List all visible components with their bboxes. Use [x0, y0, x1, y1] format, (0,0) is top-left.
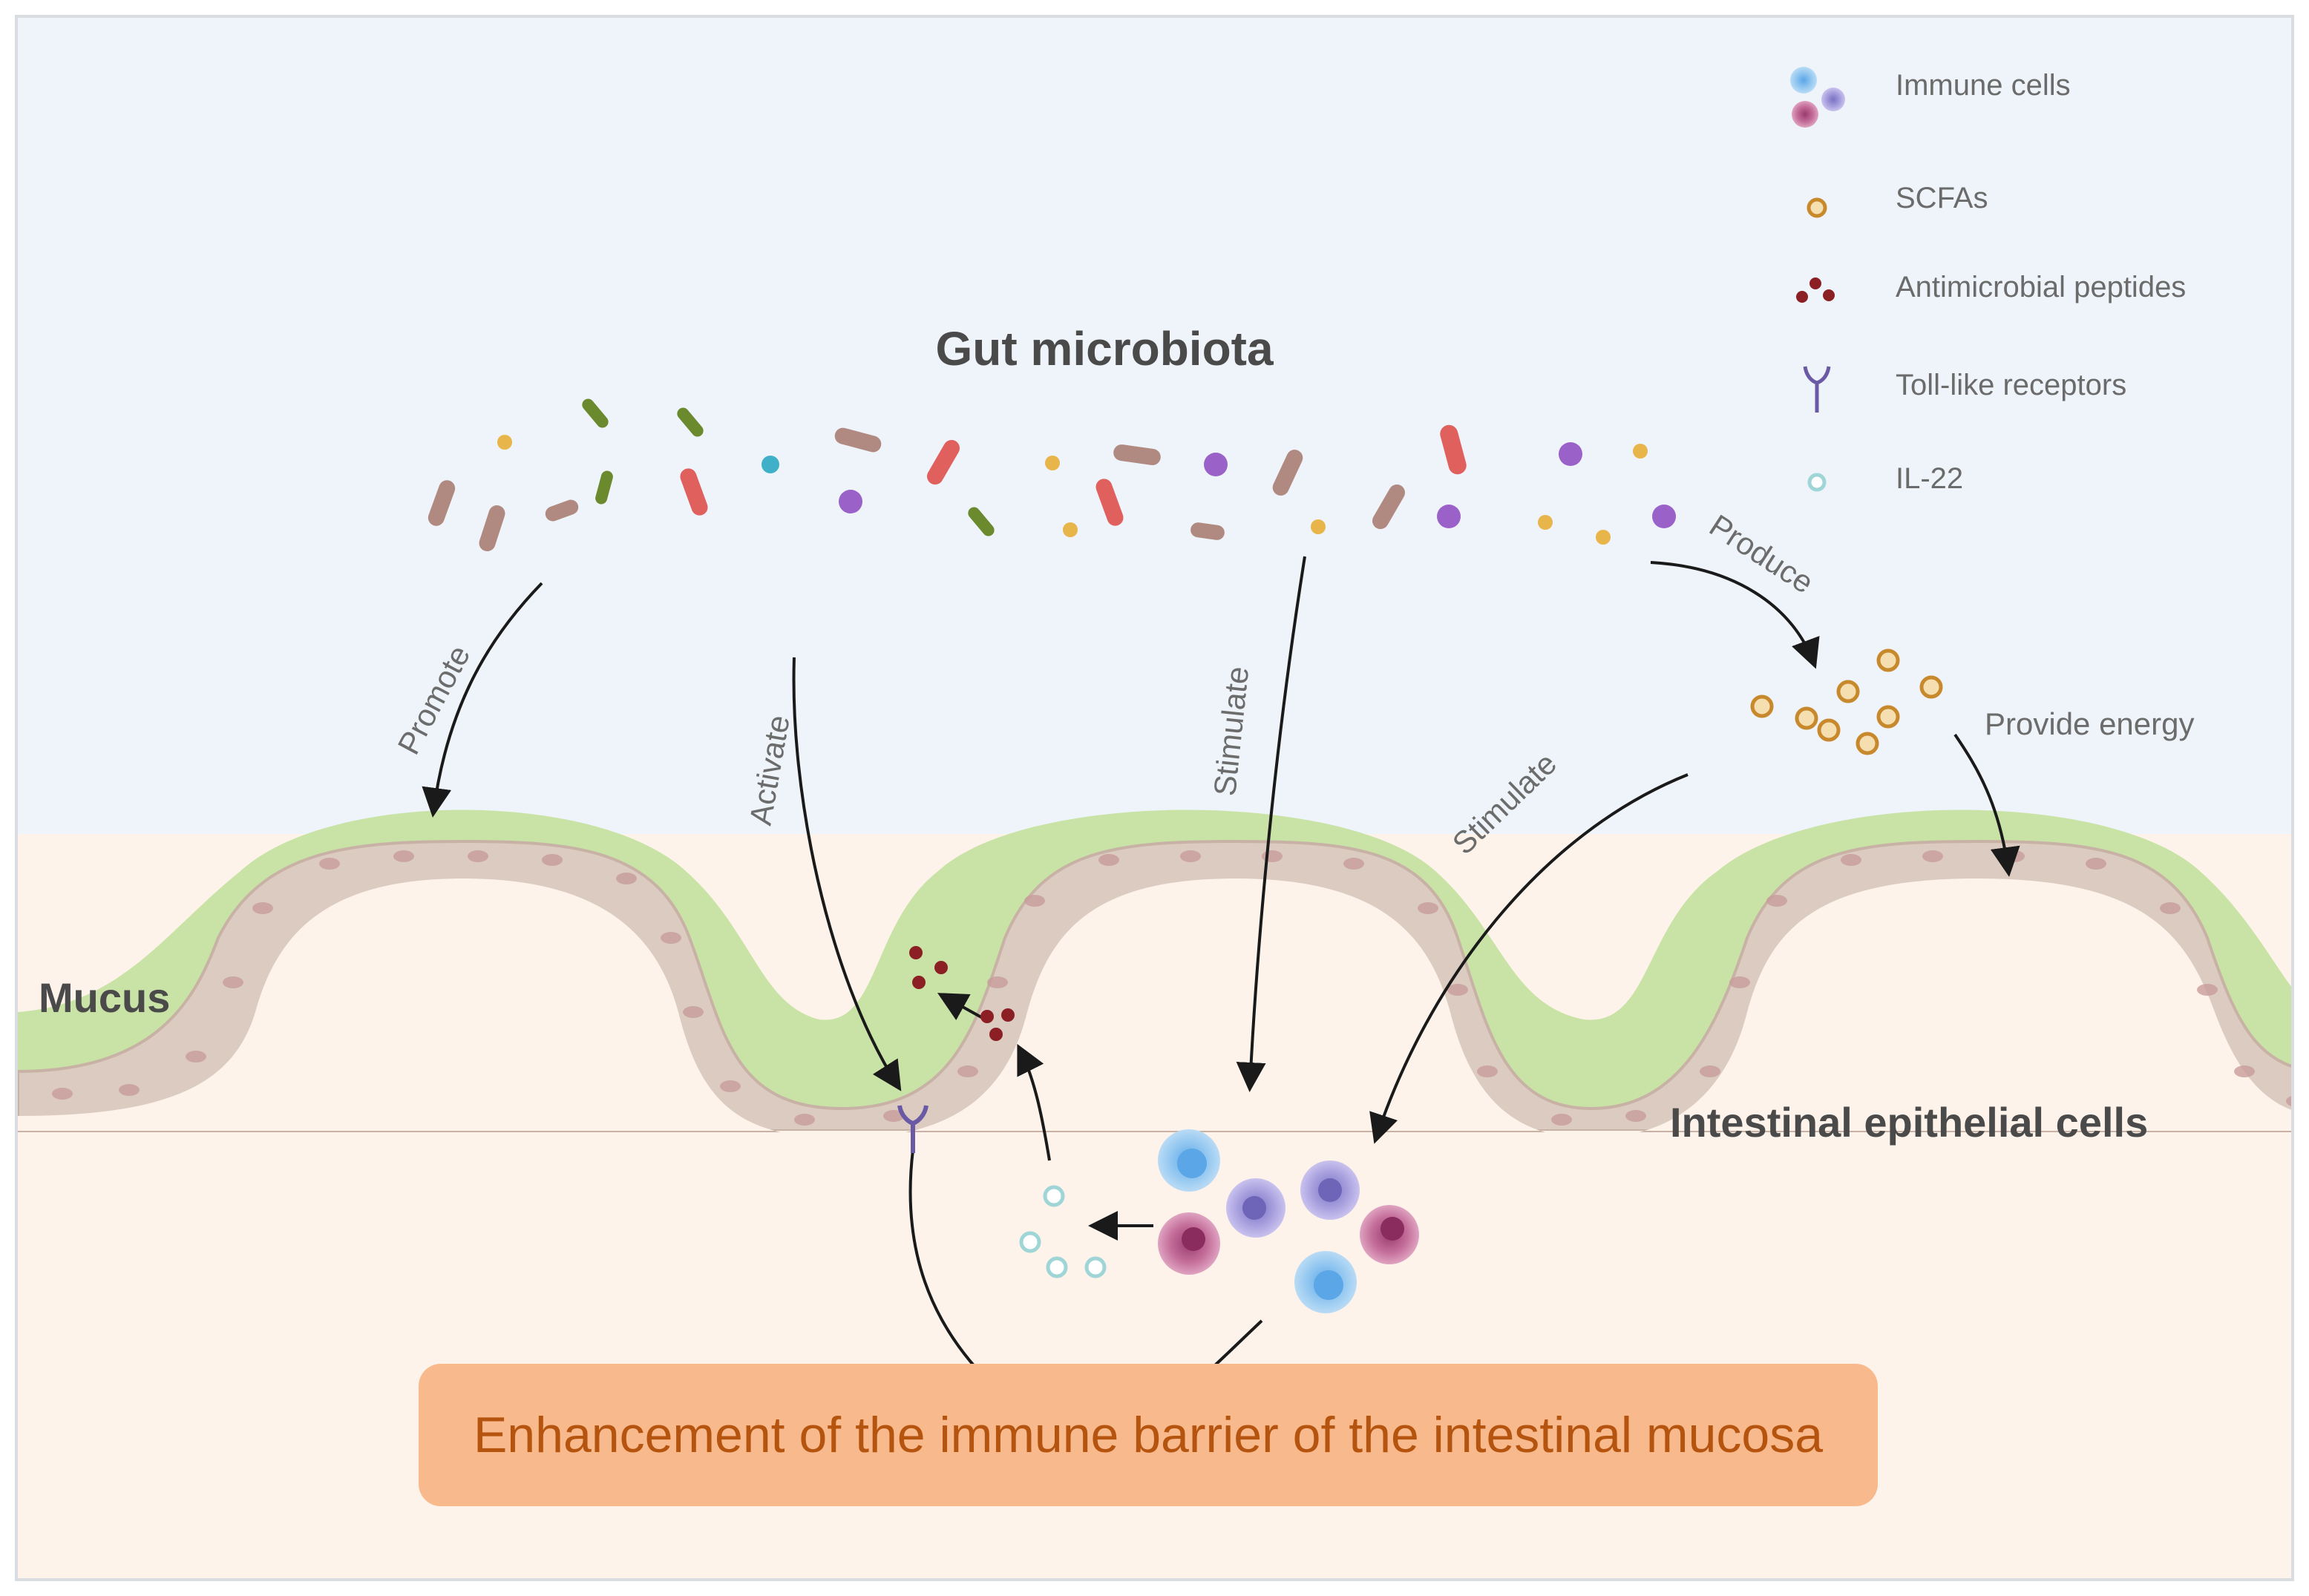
outcome-text: Enhancement of the immune barrier of the… [473, 1407, 1824, 1463]
immune-cells-cluster [1158, 1129, 1419, 1313]
receptor-to-outcome-line [908, 1149, 992, 1385]
scfa-icon [1807, 197, 1827, 218]
epithelium-label: Intestinal epithelial cells [1670, 1099, 2148, 1146]
legend-label-toll-like-receptors: Toll-like receptors [1896, 369, 2126, 401]
legend-label-antimicrobial-peptides: Antimicrobial peptides [1896, 271, 2186, 303]
diagram-canvas: Gut microbiota Mucus Intestinal epitheli… [18, 18, 2291, 1578]
il22-to-amp-arrow [1017, 1043, 1051, 1161]
scfa-cluster [1750, 648, 1943, 755]
amp-release-arrow [937, 993, 983, 1021]
promote-arrow [422, 582, 543, 818]
diagram-title: Gut microbiota [935, 322, 1274, 375]
toll-like-receptor-icon [1803, 366, 1831, 413]
legend-label-immune-cells: Immune cells [1896, 69, 2071, 102]
toll-like-receptor [897, 1105, 928, 1153]
legend-label-il22: IL-22 [1896, 462, 1963, 495]
provide-energy-arrow [1953, 733, 2020, 877]
antimicrobial-peptides-icon [1796, 278, 1835, 303]
antimicrobial-peptides-cluster [909, 946, 1015, 1041]
immune-cells-icon [1790, 67, 1845, 128]
il22-icon [1807, 473, 1827, 492]
diagram-frame: Gut microbiota Mucus Intestinal epitheli… [15, 15, 2294, 1581]
legend-label-scfas: SCFAs [1896, 182, 1988, 214]
produce-arrow [1650, 561, 1820, 669]
tissue-inner [18, 879, 2291, 1138]
mucus-label: Mucus [39, 974, 170, 1021]
il22-cluster [1019, 1185, 1107, 1278]
provide-energy-label: Provide energy [1985, 706, 2195, 741]
stimulate-arrow-2 [1369, 773, 1689, 1144]
bacteria-group [428, 398, 1676, 551]
stimulate-arrow-1 [1236, 556, 1306, 1092]
activate-arrow [792, 657, 902, 1091]
outcome-banner: Enhancement of the immune barrier of the… [419, 1364, 1878, 1506]
epithelial-cell-nuclei [52, 850, 2291, 1126]
